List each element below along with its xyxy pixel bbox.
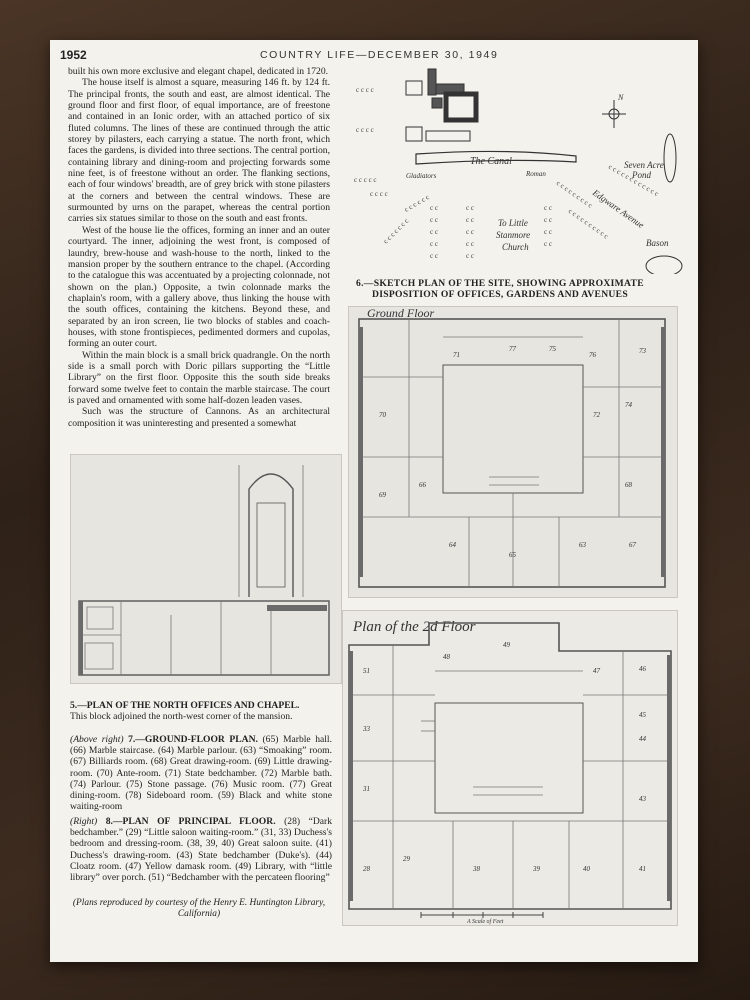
site-caption-line: 6.—SKETCH PLAN OF THE SITE, SHOWING APPR…	[356, 278, 644, 289]
ground-floor-title: Ground Floor	[367, 307, 435, 320]
svg-text:c c c c c c c: c c c c c c c	[382, 217, 410, 245]
site-caption-line: DISPOSITION OF OFFICES, GARDENS AND AVEN…	[372, 289, 628, 300]
room-number: 33	[362, 725, 371, 733]
room-number: 48	[443, 653, 451, 661]
label-church-line1: To Little	[498, 218, 528, 228]
label-church-line3: Church	[502, 242, 529, 252]
north-offices-caption: 5.—PLAN OF THE NORTH OFFICES AND CHAPEL.…	[70, 700, 340, 722]
svg-text:c c: c c	[544, 228, 552, 236]
ground-floor-caption: (Above right) 7.—GROUND-FLOOR PLAN. (65)…	[70, 734, 332, 812]
caption-text: (65) Marble hall. (66) Marble staircase.…	[70, 734, 332, 813]
article-paragraph: The house itself is almost a square, mea…	[68, 77, 330, 225]
scale-bar	[420, 912, 544, 918]
article-paragraph: West of the house lie the offices, formi…	[68, 224, 330, 350]
room-number: 65	[509, 551, 517, 559]
room-number: 40	[583, 865, 591, 873]
room-number: 47	[593, 667, 601, 675]
room-number: 68	[625, 481, 633, 489]
svg-text:c c: c c	[466, 228, 474, 236]
north-offices-plan	[70, 454, 342, 684]
compass-icon	[602, 100, 626, 128]
label-church-line2: Stanmore	[496, 230, 530, 240]
room-number: 44	[639, 735, 647, 743]
label-roman: Roman	[525, 170, 546, 178]
north-offices-caption-body: This block adjoined the north-west corne…	[70, 711, 293, 723]
room-number: 28	[363, 865, 371, 873]
room-number: 46	[639, 665, 647, 673]
svg-text:c c: c c	[466, 204, 474, 212]
room-number: 75	[549, 345, 557, 353]
svg-text:c c: c c	[466, 252, 474, 260]
article-text: built his own more exclusive and elegant…	[68, 66, 330, 429]
site-sketch-plan: c c c c c c c c c c c c c c c c c c c c …	[346, 64, 688, 274]
label-bason: Bason	[646, 238, 669, 248]
room-number: 71	[453, 351, 460, 359]
principal-floor-plan: Plan of the 2d Floor 49 48 47 51	[342, 610, 678, 926]
label-pond-line2: Pond	[631, 170, 651, 180]
compass-north-label: N	[617, 93, 624, 102]
magazine-page: 1952 COUNTRY LIFE—DECEMBER 30, 1949 buil…	[50, 40, 698, 962]
ground-floor-plan: Ground Floor 71 77 75 76 73 72 74 70 69 …	[348, 306, 678, 598]
svg-text:c c: c c	[430, 228, 438, 236]
room-number: 70	[379, 411, 387, 419]
svg-text:c c: c c	[544, 204, 552, 212]
room-number: 45	[639, 711, 647, 719]
svg-text:c c: c c	[544, 216, 552, 224]
room-number: 51	[363, 667, 370, 675]
room-number: 64	[449, 541, 457, 549]
svg-text:c c: c c	[430, 204, 438, 212]
room-number: 39	[532, 865, 541, 873]
room-number: 73	[639, 347, 647, 355]
svg-text:c c c c c c: c c c c c c	[403, 193, 431, 214]
svg-text:c c c c c c c c c: c c c c c c c c c	[555, 179, 594, 210]
svg-text:c c c c c: c c c c c	[354, 176, 377, 184]
svg-text:c c c c: c c c c	[356, 126, 374, 134]
svg-text:c c: c c	[430, 240, 438, 248]
svg-text:c c: c c	[430, 216, 438, 224]
article-paragraph: Such was the structure of Cannons. As an…	[68, 406, 330, 429]
room-number: 31	[362, 785, 370, 793]
room-number: 63	[579, 541, 587, 549]
running-title: COUNTRY LIFE—DECEMBER 30, 1949	[260, 49, 499, 61]
svg-text:c c: c c	[466, 216, 474, 224]
room-number: 69	[379, 491, 387, 499]
principal-floor-caption: (Right) 8.—PLAN OF PRINCIPAL FLOOR. (28)…	[70, 816, 332, 883]
article-paragraph: built his own more exclusive and elegant…	[68, 66, 329, 77]
caption-head: 8.—PLAN OF PRINCIPAL FLOOR.	[105, 816, 276, 827]
caption-text: (28) “Dark bedchamber.” (29) “Little sal…	[70, 816, 333, 884]
scale-label: A Scale of Feet	[466, 918, 504, 925]
caption-lead: (Right)	[70, 816, 98, 827]
label-canal: The Canal	[470, 156, 512, 167]
principal-floor-title: Plan of the 2d Floor	[352, 619, 476, 635]
room-number: 38	[472, 865, 481, 873]
label-gladiators: Gladiators	[406, 172, 437, 180]
svg-text:c c c c c c c c c c: c c c c c c c c c c	[567, 207, 610, 240]
room-number: 29	[403, 855, 411, 863]
label-avenue: Edgware Avenue	[590, 187, 646, 230]
room-number: 76	[589, 351, 597, 359]
room-number: 72	[593, 411, 601, 419]
svg-text:c c: c c	[430, 252, 438, 260]
room-number: 66	[419, 481, 427, 489]
svg-text:c c c c: c c c c	[370, 190, 388, 198]
plans-credit: (Plans reproduced by courtesy of the Hen…	[72, 898, 326, 919]
svg-text:c c c c: c c c c	[356, 86, 374, 94]
page-number: 1952	[60, 48, 87, 62]
room-number: 67	[629, 541, 637, 549]
caption-lead: (Above right)	[70, 734, 124, 745]
caption-head: 7.—GROUND-FLOOR PLAN.	[128, 734, 258, 745]
article-paragraph: Within the main block is a small brick q…	[68, 349, 330, 406]
room-number: 43	[639, 795, 647, 803]
north-offices-caption-head: 5.—PLAN OF THE NORTH OFFICES AND CHAPEL.	[70, 700, 300, 711]
room-number: 41	[639, 865, 646, 873]
label-pond-line1: Seven Acre	[624, 160, 664, 170]
svg-text:c c: c c	[544, 240, 552, 248]
room-number: 74	[625, 401, 633, 409]
room-number: 49	[503, 641, 511, 649]
svg-text:c c: c c	[466, 240, 474, 248]
site-plan-caption: 6.—SKETCH PLAN OF THE SITE, SHOWING APPR…	[356, 278, 686, 300]
page-header: 1952 COUNTRY LIFE—DECEMBER 30, 1949	[60, 48, 686, 64]
room-number: 77	[509, 345, 517, 353]
